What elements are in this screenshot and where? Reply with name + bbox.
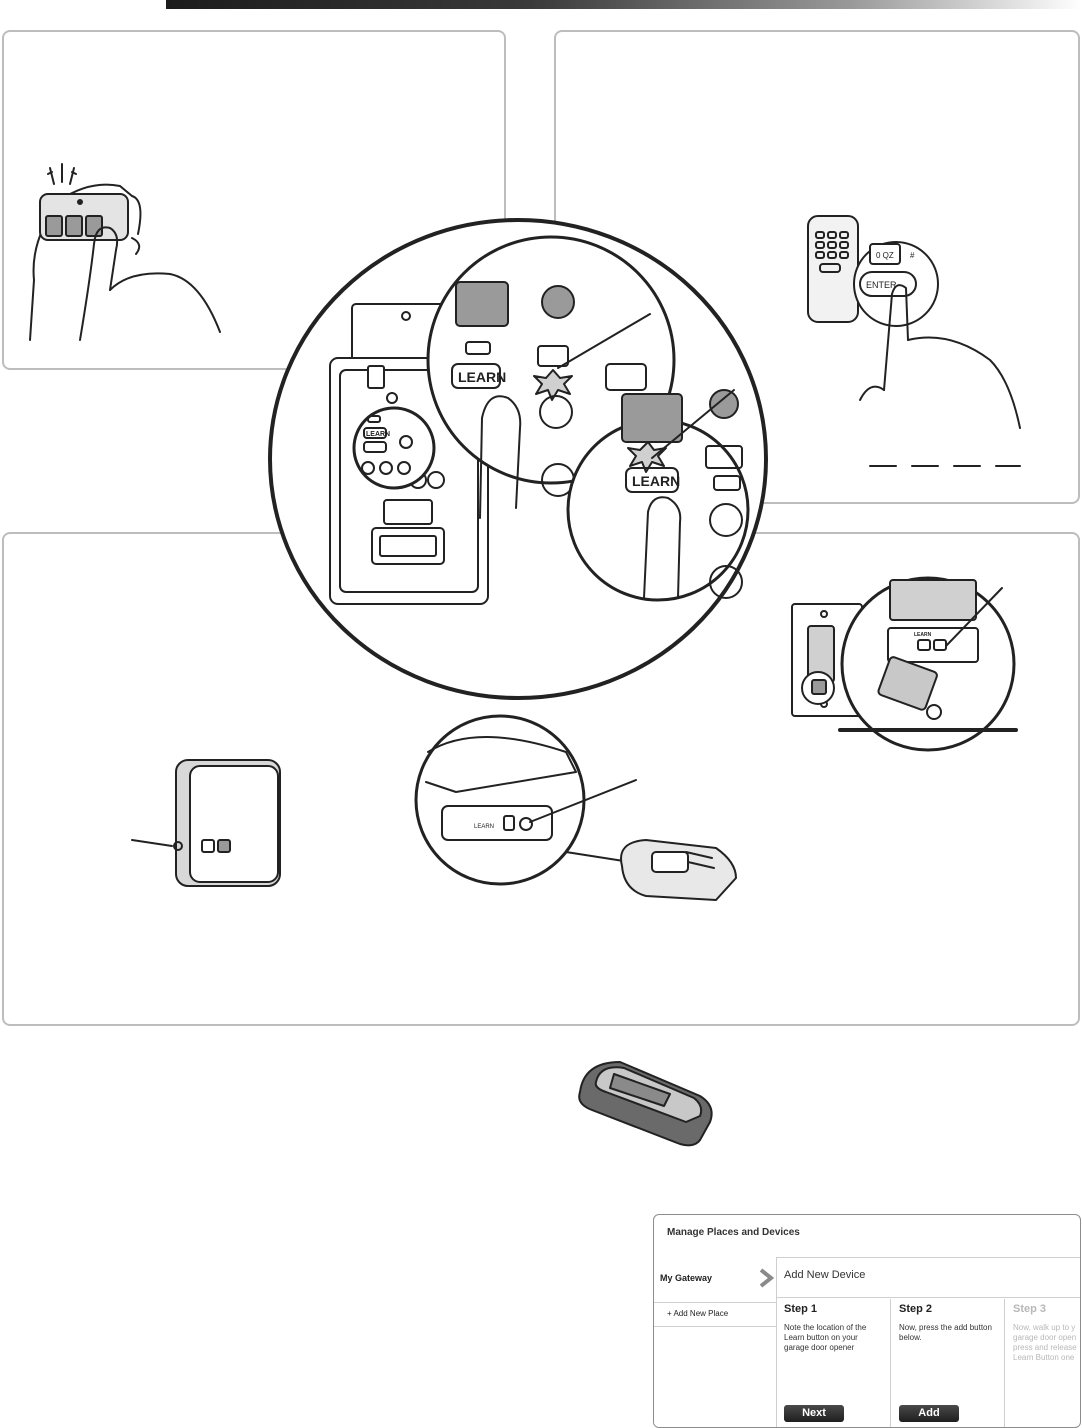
learn-label-medium: LEARN xyxy=(458,369,506,385)
step-heading: Step 2 xyxy=(899,1303,933,1315)
step-heading: Step 1 xyxy=(784,1303,818,1315)
step-text: Now, press the add button below. xyxy=(899,1323,992,1342)
learn-label-large: LEARN xyxy=(632,473,680,489)
keypad-key-label: 0 QZ xyxy=(876,251,894,260)
step-3: Step 3 Now, walk up to y garage door ope… xyxy=(1005,1299,1080,1427)
window-title: Manage Places and Devices xyxy=(667,1227,800,1238)
keypad-illustration: 0 QZ # ENTER xyxy=(807,215,1021,467)
window-header: Manage Places and Devices xyxy=(654,1215,1080,1258)
remote-control-illustration xyxy=(29,163,221,341)
sidebar: My Gateway + Add New Place xyxy=(654,1257,777,1427)
chevron-right-icon xyxy=(759,1268,775,1288)
divider xyxy=(776,1297,1080,1298)
main-title: Add New Device xyxy=(784,1269,866,1281)
sidebar-item-add-new-place[interactable]: + Add New Place xyxy=(654,1303,776,1327)
step-heading: Step 3 xyxy=(1013,1303,1047,1315)
small-receiver-illustration xyxy=(131,759,281,887)
manage-places-devices-window: Manage Places and Devices My Gateway + A… xyxy=(653,1214,1081,1428)
step-text: Now, walk up to y garage door open press… xyxy=(1013,1323,1077,1362)
learn-label-small: LEARN xyxy=(366,431,390,438)
door-control-learn-illustration: LEARN LEARN LEARN xyxy=(268,218,768,700)
wall-control-illustration: LEARN xyxy=(791,576,1018,752)
sidebar-item-label: + Add New Place xyxy=(667,1309,729,1318)
step-2: Step 2 Now, press the add button below. … xyxy=(891,1299,1005,1427)
keypad-enter-label: ENTER xyxy=(866,280,897,290)
step-1: Step 1 Note the location of the Learn bu… xyxy=(776,1299,891,1427)
sidebar-item-label: My Gateway xyxy=(660,1273,713,1283)
gateway-learn-illustration: LEARN xyxy=(414,714,737,901)
add-button[interactable]: Add xyxy=(899,1405,959,1422)
header-gradient-bar xyxy=(166,0,1082,9)
wall-learn-label: LEARN xyxy=(914,632,932,638)
gateway-learn-label: LEARN xyxy=(474,824,494,830)
sidebar-item-my-gateway[interactable]: My Gateway xyxy=(654,1257,776,1303)
step-text: Note the location of the Learn button on… xyxy=(784,1323,867,1352)
garage-remote-device-illustration xyxy=(578,1061,713,1147)
keypad-pound-label: # xyxy=(910,251,915,260)
next-button[interactable]: Next xyxy=(784,1405,844,1422)
